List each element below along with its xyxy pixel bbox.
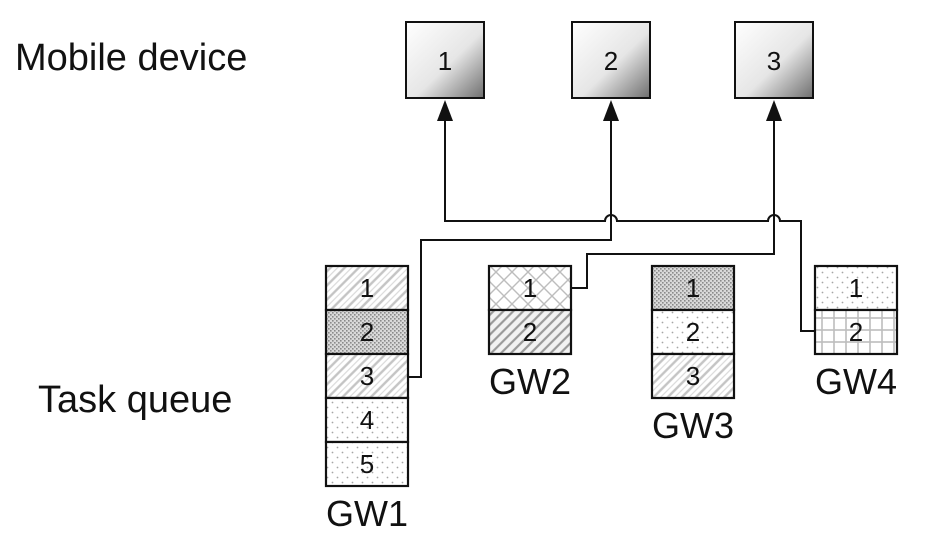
gw1-task-1-label: 1 <box>360 273 374 303</box>
gw1-task-4-label: 4 <box>360 405 374 435</box>
mobile-device-3-label: 3 <box>767 46 781 76</box>
gw2-task-2-cell <box>487 308 573 356</box>
gw3-task-3-label: 3 <box>686 361 700 391</box>
gw1-task-2-cell <box>324 308 410 356</box>
connection-gw4-to-device-1 <box>444 120 814 332</box>
gateway-gw4-label: GW4 <box>815 361 897 402</box>
gw4-task-1-cell <box>813 264 899 312</box>
gw4-task-2-label: 2 <box>849 317 863 347</box>
connection-gw2-to-device-3 <box>572 120 775 289</box>
gateway-gw1-label: GW1 <box>326 493 408 534</box>
gw3-task-2-label: 2 <box>686 317 700 347</box>
arrowhead-device-1 <box>437 100 453 121</box>
mobile-device-3: 3 <box>734 21 814 99</box>
mobile-device-1-label: 1 <box>438 46 452 76</box>
mobile-device-1: 1 <box>405 21 485 99</box>
mobile-device-2: 2 <box>571 21 651 99</box>
gateway-gw3-label: GW3 <box>652 405 734 446</box>
gw3-task-1-label: 1 <box>686 273 700 303</box>
connection-gw1-to-device-2 <box>409 120 612 378</box>
gw1-task-5-cell <box>324 440 410 488</box>
gw1-task-3-cell <box>324 352 410 400</box>
gw1-task-4-cell <box>324 396 410 444</box>
gw1-task-3-label: 3 <box>360 361 374 391</box>
gw1-task-2-label: 2 <box>360 317 374 347</box>
gw2-task-2-label: 2 <box>523 317 537 347</box>
gw2-task-1-label: 1 <box>523 273 537 303</box>
mobile-device-label: Mobile device <box>15 37 247 79</box>
gw1-task-5-label: 5 <box>360 449 374 479</box>
arrowhead-device-3 <box>766 100 782 121</box>
gateway-gw2-label: GW2 <box>489 361 571 402</box>
gw4-task-1-label: 1 <box>849 273 863 303</box>
gw1-task-1-cell <box>324 264 410 312</box>
gw3-task-3-cell <box>650 352 736 400</box>
gw4-task-2-cell <box>813 308 899 356</box>
mobile-device-2-label: 2 <box>604 46 618 76</box>
task-queue-label: Task queue <box>38 379 232 421</box>
arrowhead-device-2 <box>603 100 619 121</box>
